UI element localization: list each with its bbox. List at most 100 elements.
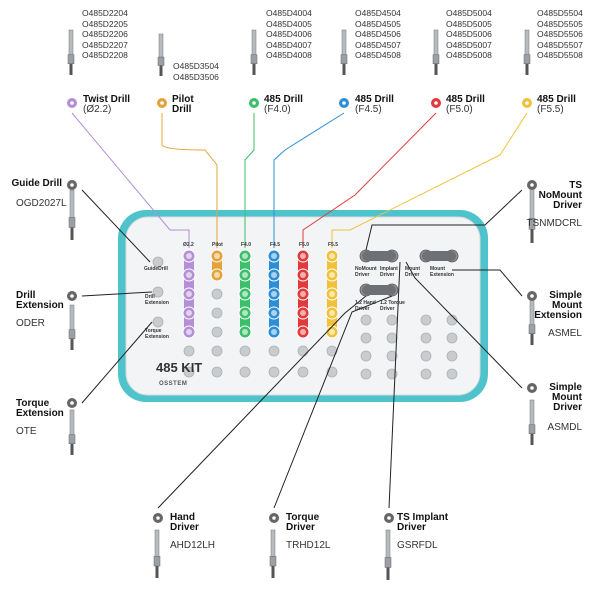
ts-nomount-tool-image [530,229,534,243]
kit-drill-hole [242,291,248,297]
ts-implant-driver-tool-image [386,567,390,580]
guide-drill-name: Guide Drill [11,178,62,189]
hand-driver-code: AHD12LH [170,540,216,551]
drill-f40-leader [244,113,255,248]
drill-extension-tool-image [68,329,76,339]
kit-left-slot [152,286,164,298]
drill-f40-sub: (F4.0) [264,104,291,115]
simple-mount-ext-code: ASMEL [548,328,582,339]
kit-empty-slot [446,350,458,362]
drill-extension-code: ODER [16,318,45,329]
kit-drill-hole [300,291,306,297]
ts-nomount-name3: Driver [553,200,582,211]
kit-drill-hole [242,272,248,278]
guide-drill-tool-image [69,189,75,218]
drill-extension-tool-image [69,304,75,330]
kit-driver-band [422,251,456,261]
kit-empty-slot [446,368,458,380]
torque-extension-tool-image [70,443,74,455]
kit-drill-hole [186,253,192,259]
torque-extension-name2: Extension [16,408,64,419]
torque-driver-bullet-icon [272,516,276,520]
kit-left-label-3: Torque Extension [145,328,169,340]
kit-drill-hole [271,310,277,316]
torque-extension-name: Torque [16,398,50,409]
simple-mount-driver-name: Simple [549,382,582,393]
simple-mount-driver-tool-image [529,399,535,425]
ts-implant-driver-leader [388,261,401,509]
twist-drill-sub: (Ø2.2) [83,104,112,115]
kit-empty-slot [211,345,223,357]
torque-extension-code: OTE [16,426,37,437]
simple-mount-driver-bullet-icon [530,386,534,390]
guide-drill-tool-image [68,217,76,228]
drill-extension-bullet-icon [70,294,74,298]
drill-f45-bullet-icon [342,101,346,105]
ts-implant-driver-name2: Driver [397,522,426,533]
kit-empty-slot [420,368,432,380]
drill-f40-tool-image [251,29,257,55]
pilot-drill-tool-image [158,33,164,58]
drill-f40-tool-image [252,63,256,75]
ts-implant-driver-tool-image [384,557,392,568]
pilot-drill-tool-image [157,56,165,66]
drill-extension-leader [81,291,153,297]
ts-nomount-bullet-icon [530,183,534,187]
kit-right-label-5: 1.2 Hand Driver [355,300,376,312]
kit-drill-hole [271,329,277,335]
twist-drill-name: Twist Drill [83,94,131,105]
drill-extension-tool-image [70,338,74,350]
drill-f50-bullet-icon [434,101,438,105]
kit-col-label-4: F4.5 [270,242,281,248]
pilot-drill-tool-image [159,65,163,76]
simple-mount-driver-code: ASMDL [547,422,582,433]
kit-empty-slot [239,366,251,378]
pilot-drill-name2: Drill [172,104,192,115]
drill-f45-name: 485 Drill [355,94,394,105]
kit-right-label-4: Mount Extension [430,266,454,278]
pilot-drill-name: Pilot [172,94,194,105]
drill-f45-leader [273,112,345,248]
kit-empty-slot [446,332,458,344]
kit-drill-hole [214,272,220,278]
kit-empty-slot [420,314,432,326]
kit-col-label-1: Ø2.2 [183,242,194,248]
kit-col-label-3: F4.0 [241,242,252,248]
simple-mount-driver-tool-image [530,433,534,445]
drill-f40-bullet-icon [252,101,256,105]
hand-driver-tool-image [154,529,160,557]
torque-driver-tool-image [269,556,277,567]
hand-driver-tool-image [155,566,159,578]
hand-driver-tool-image [153,556,161,567]
drill-f55-name: 485 Drill [537,94,576,105]
drill-f55-tool-image [525,63,529,75]
guide-drill-code: OGD2027L [16,198,67,209]
kit-empty-slot [420,332,432,344]
ts-implant-driver-name: TS Implant [397,512,449,523]
kit-right-label-3: Mount Driver [405,266,420,278]
kit-empty-slot [360,332,372,344]
kit-drill-hole [271,291,277,297]
hand-driver-leader [157,295,367,509]
guide-drill-leader [81,189,151,263]
torque-driver-name2: Driver [286,522,315,533]
kit-drill-hole [300,272,306,278]
simple-mount-ext-bullet-icon [530,294,534,298]
kit-drill-hole [329,291,335,297]
drill-f55-sub: (F5.5) [537,104,564,115]
kit-empty-slot [420,350,432,362]
kit-empty-slot [183,345,195,357]
kit-empty-slot [239,345,251,357]
kit-drill-hole [329,329,335,335]
drill-extension-name2: Extension [16,300,64,311]
kit-drill-hole [242,253,248,259]
kit-left-label-1: GuideDrill [144,266,168,272]
simple-mount-ext-name2: Mount [552,300,582,311]
kit-empty-slot [268,366,280,378]
drill-f45-tool-image [340,54,348,64]
